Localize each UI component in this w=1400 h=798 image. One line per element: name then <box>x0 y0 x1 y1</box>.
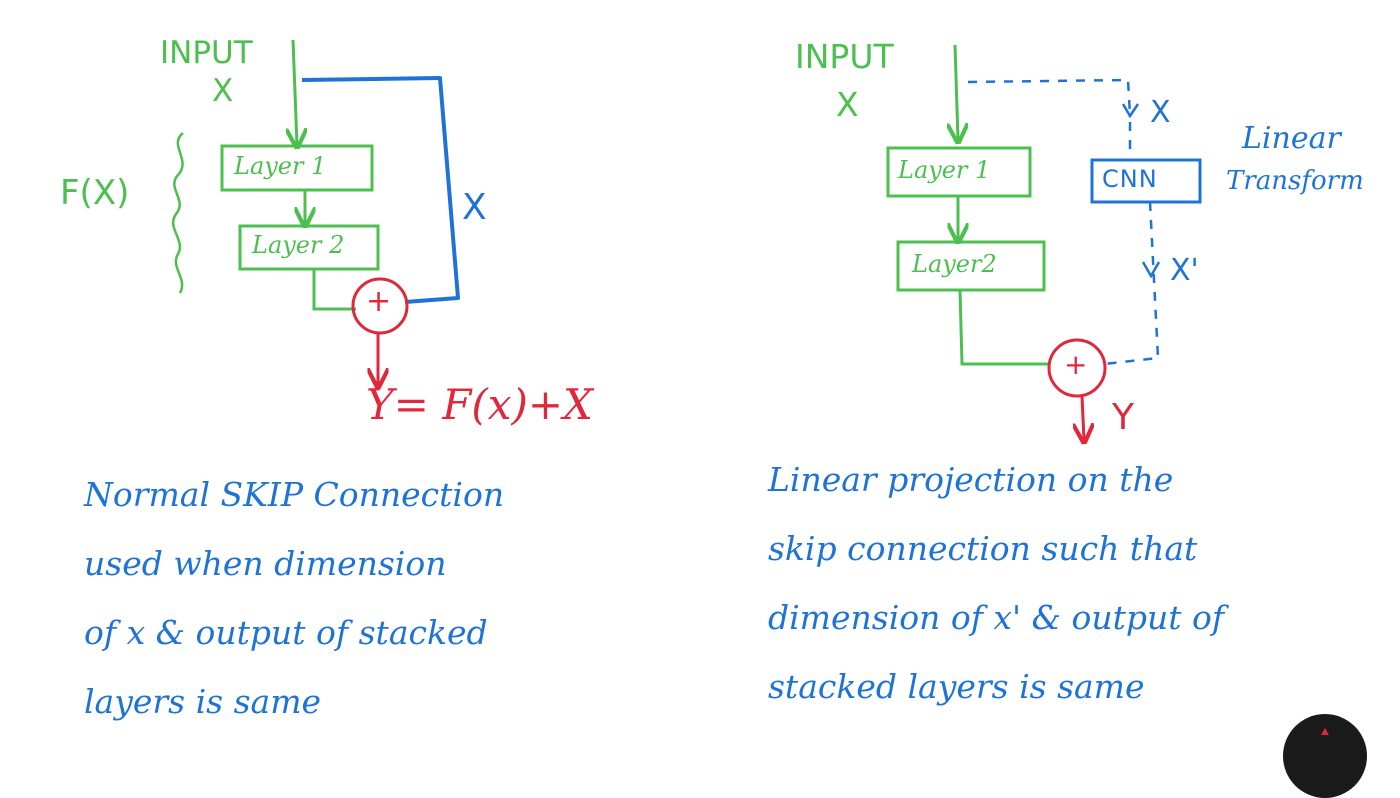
left-layer2-box <box>238 224 380 271</box>
left-sum-circle <box>351 277 409 335</box>
right-transform-label-line2: Transform <box>1226 166 1364 196</box>
left-fx-label: F(X) <box>60 173 130 213</box>
right-layer1-label: Layer 1 <box>898 156 991 184</box>
left-layer1-box <box>220 144 374 192</box>
left-caption-line: Normal SKIP Connection <box>84 475 505 514</box>
right-caption-line: stacked layers is same <box>768 667 1145 706</box>
right-input-arrow <box>955 44 958 140</box>
right-caption-line: skip connection such that <box>768 529 1198 568</box>
left-skip-x-label: X <box>462 187 487 228</box>
right-sum-plus: + <box>1064 348 1088 381</box>
left-layer2-to-sum <box>312 269 356 311</box>
right-output-y-label: Y <box>1112 397 1134 438</box>
left-caption-line: used when dimension <box>84 544 447 583</box>
left-fx-brace <box>171 132 184 294</box>
right-caption-line: dimension of x' & output of <box>768 598 1225 637</box>
left-sum-plus: + <box>366 284 392 319</box>
right-x-label: X <box>836 85 859 124</box>
right-skip-arrowhead-x <box>1121 103 1140 119</box>
left-input-arrow <box>293 39 297 145</box>
right-output-arrow <box>1082 395 1084 440</box>
right-diagram <box>886 44 1202 440</box>
right-branch-xprime-label: X' <box>1170 253 1199 288</box>
right-layer2-to-sum <box>958 289 1050 366</box>
right-skip-dashed-top <box>967 78 1132 116</box>
left-layer1-label: Layer 1 <box>234 152 327 180</box>
caret-up-icon <box>1321 728 1329 735</box>
right-caption: Linear projection on the skip connection… <box>768 445 1224 721</box>
left-x-label: X <box>212 73 234 109</box>
right-layer2-box <box>896 240 1046 292</box>
right-sum-circle <box>1047 338 1107 398</box>
right-branch-x-label: X <box>1150 95 1171 130</box>
right-caption-line: Linear projection on the <box>768 460 1174 499</box>
right-layer2-label: Layer2 <box>912 250 997 278</box>
right-transform-label-line1: Linear <box>1242 121 1341 156</box>
diagram-strokes <box>171 39 1202 753</box>
left-caption-line: layers is same <box>84 682 322 721</box>
right-cnn-label: CNN <box>1102 165 1158 193</box>
floating-action-button[interactable] <box>1283 714 1367 798</box>
left-output-equation: Y= F(x)+X <box>366 380 593 429</box>
right-skip-dashed-from-cnn <box>1103 201 1160 366</box>
left-caption: Normal SKIP Connection used when dimensi… <box>84 460 504 736</box>
right-cnn-box <box>1090 158 1202 204</box>
left-diagram <box>171 39 460 385</box>
left-skip-connection <box>301 76 460 304</box>
left-caption-line: of x & output of stacked <box>84 613 488 652</box>
right-input-label: INPUT <box>795 37 894 76</box>
right-skip-arrowhead-xprime <box>1141 261 1161 279</box>
resnet-skip-connection-diagram: INPUT X F(X) Layer 1 Layer 2 + X Y= F(x)… <box>60 35 1367 798</box>
left-input-label: INPUT <box>160 35 253 71</box>
left-layer2-label: Layer 2 <box>252 231 345 259</box>
